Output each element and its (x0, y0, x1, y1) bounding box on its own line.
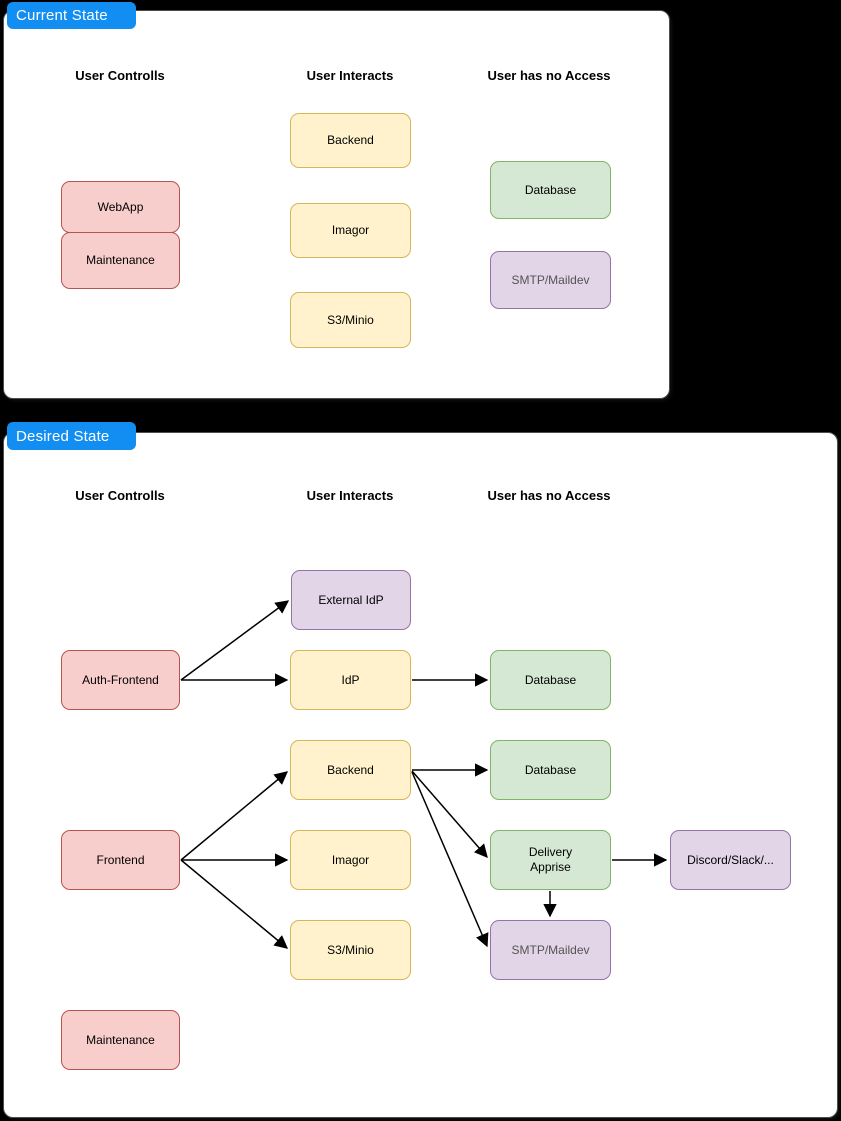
current-state-column-header-2: User Interacts (306, 68, 394, 83)
node-frontend: Frontend (61, 830, 180, 890)
desired-state-label-tab: Desired State (7, 422, 136, 450)
node-external-idp: External IdP (291, 570, 411, 630)
node-smtp-1: SMTP/Maildev (490, 251, 611, 309)
node-delivery-apprise: Delivery Apprise (490, 830, 611, 890)
node-maintenance-1: Maintenance (61, 232, 180, 289)
node-database-backend: Database (490, 740, 611, 800)
node-backend: Backend (290, 740, 411, 800)
current-state-label-tab: Current State (7, 2, 136, 29)
node-backend-1: Backend (290, 113, 411, 168)
node-idp: IdP (290, 650, 411, 710)
node-maintenance: Maintenance (61, 1010, 180, 1070)
desired-state-column-header-2: User Interacts (306, 488, 394, 503)
current-state-column-header-3: User has no Access (487, 68, 611, 83)
node-s3minio: S3/Minio (290, 920, 411, 980)
desired-state-column-header-3: User has no Access (487, 488, 611, 503)
node-imagor-1: Imagor (290, 203, 411, 258)
node-webapp: WebApp (61, 181, 180, 233)
node-smtp: SMTP/Maildev (490, 920, 611, 980)
current-state-column-header-1: User Controlls (75, 68, 165, 83)
node-auth-frontend: Auth-Frontend (61, 650, 180, 710)
node-database-idp: Database (490, 650, 611, 710)
node-discord-slack: Discord/Slack/... (670, 830, 791, 890)
node-s3minio-1: S3/Minio (290, 292, 411, 348)
desired-state-column-header-1: User Controlls (75, 488, 165, 503)
node-database-1: Database (490, 161, 611, 219)
node-imagor: Imagor (290, 830, 411, 890)
